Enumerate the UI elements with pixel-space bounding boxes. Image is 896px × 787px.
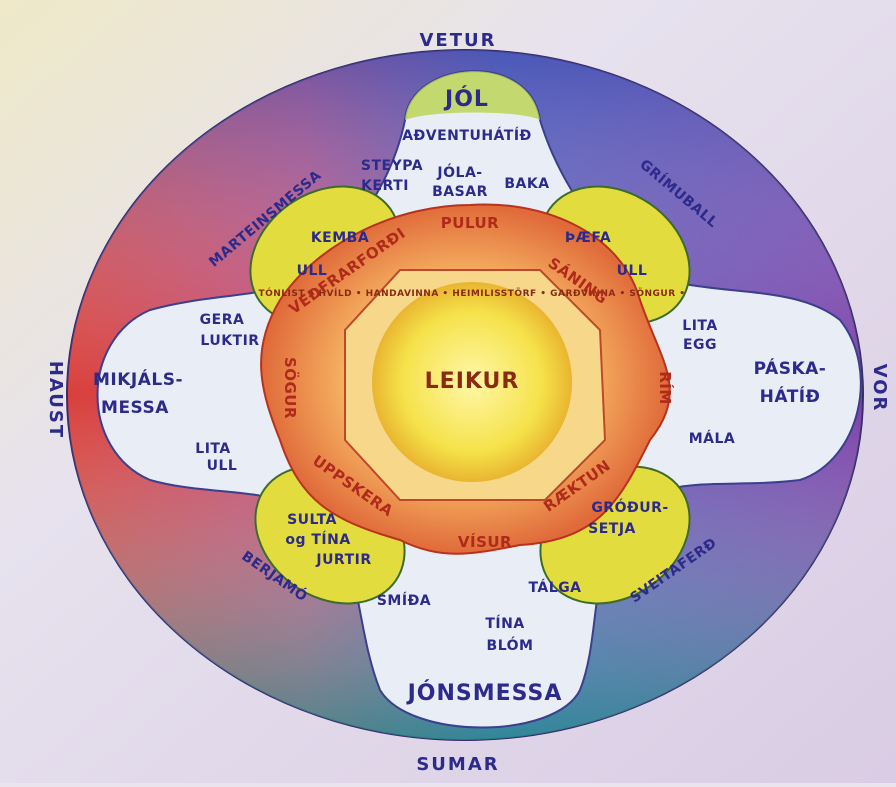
petal-lr-l1: GRÓÐUR- <box>591 498 668 516</box>
lobe-left-a1: GERA <box>200 312 245 328</box>
lobe-left-a2: LUKTIR <box>200 333 259 349</box>
season-top: VETUR <box>420 30 497 51</box>
lobe-top-line1: AÐVENTUHÁTÍÐ <box>402 127 532 144</box>
lobe-left-b1: LITA <box>195 441 230 457</box>
lobe-top-a1: STEYPA <box>361 158 423 174</box>
season-bottom: SUMAR <box>416 754 499 775</box>
lobe-left-b2: ULL <box>207 458 238 474</box>
lobe-right-a1: LITA <box>682 318 717 334</box>
lobe-top-title: JÓL <box>443 86 489 112</box>
inner-label-left: SÖGUR <box>281 357 300 419</box>
lobe-bottom-title: JÓNSMESSA <box>406 680 563 706</box>
lobe-top-b2: BASAR <box>432 184 488 200</box>
lobe-left-title1: MIKJÁLS- <box>93 368 183 390</box>
petal-ul-l2: ULL <box>297 263 328 279</box>
lobe-right-title1: PÁSKA- <box>754 357 827 379</box>
lobe-bottom-c1: TÍNA <box>485 615 524 632</box>
season-right: VOR <box>869 364 890 413</box>
inner-label-right: RÍM <box>656 371 675 405</box>
petal-ul-l1: KEMBA <box>311 230 369 246</box>
petal-ll-l3: JURTIR <box>315 552 371 568</box>
lobe-top-c: BAKA <box>504 176 549 192</box>
lobe-left-title2: MESSA <box>101 398 169 418</box>
inner-label-top: PULUR <box>441 214 499 232</box>
lobe-right-b: MÁLA <box>689 430 736 447</box>
petal-ur-l2: ULL <box>617 263 648 279</box>
lobe-top-b1: JÓLA- <box>436 163 482 181</box>
season-left: HAUST <box>45 361 66 439</box>
petal-ll-l2: og TÍNA <box>285 531 350 548</box>
lobe-top-a2: KERTI <box>361 178 409 194</box>
petal-lr-l2: SETJA <box>588 521 636 537</box>
lobe-bottom-c2: BLÓM <box>487 636 534 654</box>
petal-ur-l1: ÞÆFA <box>565 230 611 246</box>
inner-label-bottom: VÍSUR <box>458 532 512 551</box>
lobe-bottom-a: SMÍÐA <box>377 592 431 609</box>
lobe-bottom-b: TÁLGA <box>528 579 581 596</box>
lobe-right-title2: HÁTÍÐ <box>760 385 821 407</box>
petal-ll-l1: SULTA <box>287 512 337 528</box>
center-label: LEIKUR <box>425 369 520 394</box>
lobe-right-a2: EGG <box>683 337 717 353</box>
